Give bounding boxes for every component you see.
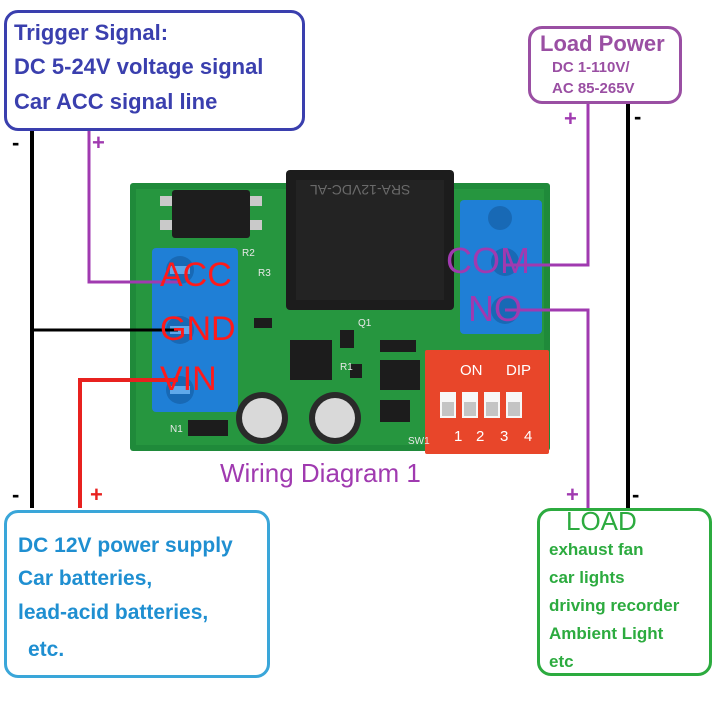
terminal-label-gnd: GND <box>160 310 236 348</box>
load-power-line2: AC 85-265V <box>552 80 635 97</box>
power-supply-box <box>4 510 270 678</box>
terminal-label-no: NO <box>468 288 522 329</box>
polarity-plus: + <box>90 482 103 507</box>
silk-label: R3 <box>258 268 271 279</box>
trigger-signal-box <box>4 10 305 131</box>
dip-number: 1 <box>454 428 463 445</box>
load-item: etc <box>549 652 574 671</box>
optocoupler <box>172 190 250 238</box>
dip-number: 2 <box>476 428 485 445</box>
load-item: exhaust fan <box>549 540 644 559</box>
trigger-line2: Car ACC signal line <box>14 89 218 114</box>
dip-number: 3 <box>500 428 509 445</box>
load-box <box>537 508 712 676</box>
load-power-box <box>528 26 682 104</box>
silk-label: SW1 <box>408 436 430 447</box>
polarity-minus: - <box>632 482 640 507</box>
silk-label: R2 <box>242 248 255 259</box>
polarity-minus: - <box>12 482 20 507</box>
dip-on-label: ON <box>460 362 483 379</box>
load-item: Ambient Light <box>549 624 664 643</box>
relay-label: SRA-12VDC-AL <box>310 182 411 198</box>
terminal-block-left <box>152 248 238 412</box>
terminal-label-com: COM <box>446 240 530 281</box>
diagram-caption: Wiring Diagram 1 <box>220 458 421 488</box>
trigger-title: Trigger Signal: <box>14 20 169 45</box>
silk-label: N1 <box>170 424 183 435</box>
dip-label: DIP <box>506 362 532 379</box>
silk-label: Q1 <box>358 318 372 329</box>
load-item: car lights <box>549 568 625 587</box>
polarity-plus: + <box>92 130 105 155</box>
trigger-line1: DC 5-24V voltage signal <box>14 54 264 79</box>
supply-line1: DC 12V power supply <box>18 534 233 557</box>
silk-label: R1 <box>340 362 353 373</box>
load-power-title: Load Power <box>540 31 665 56</box>
load-power-line1: DC 1-110V/ <box>552 59 630 76</box>
supply-line2: Car batteries, <box>18 567 153 590</box>
terminal-label-vin: VIN <box>160 360 217 398</box>
load-title: LOAD <box>566 506 637 536</box>
polarity-plus: + <box>564 106 577 131</box>
supply-line3: lead-acid batteries, <box>18 601 209 624</box>
load-item: driving recorder <box>549 596 680 615</box>
dip-number: 4 <box>524 428 533 445</box>
polarity-minus: - <box>12 130 20 155</box>
supply-line4: etc. <box>28 638 65 661</box>
polarity-plus: + <box>566 482 579 507</box>
terminal-label-acc: ACC <box>160 256 232 294</box>
polarity-minus: - <box>634 104 642 129</box>
